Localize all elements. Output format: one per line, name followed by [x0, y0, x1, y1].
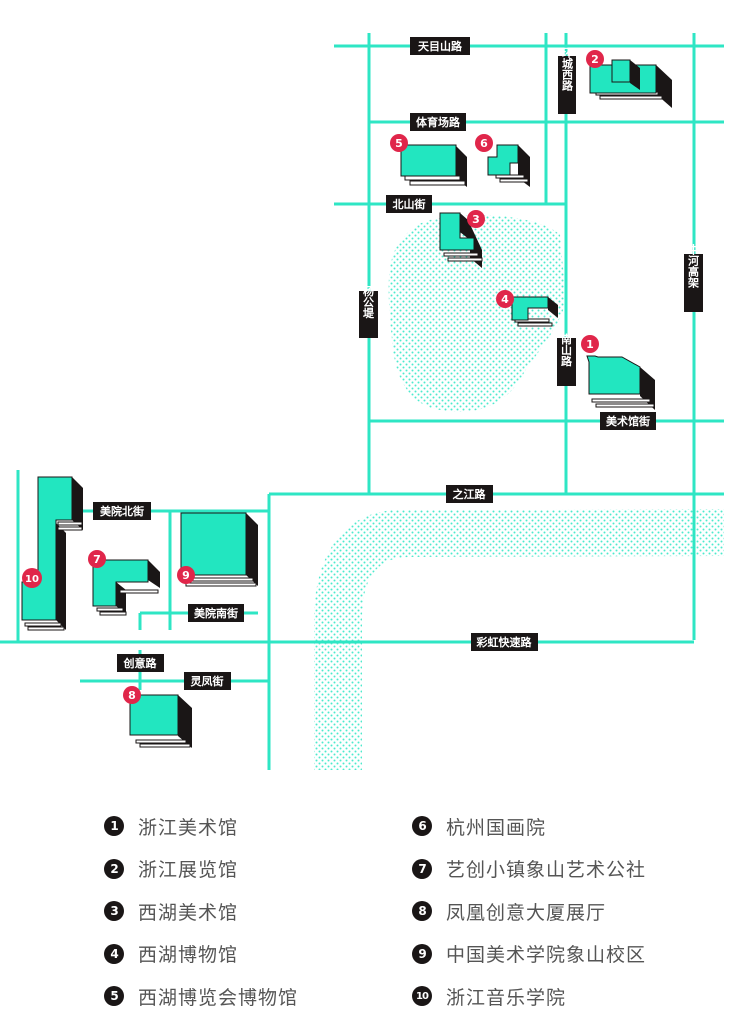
- legend-label: 浙江美术馆: [138, 816, 239, 839]
- building-9[interactable]: [180, 512, 258, 587]
- legend-item[interactable]: 2 浙江展览馆: [104, 848, 298, 891]
- legend-item[interactable]: 5 西湖博览会博物馆: [104, 975, 298, 1018]
- legend-number-badge: 10: [412, 986, 432, 1007]
- building-2[interactable]: [589, 59, 672, 108]
- legend-number-badge: 1: [104, 816, 124, 837]
- building-6[interactable]: [487, 144, 530, 187]
- legend-label: 艺创小镇象山艺术公社: [446, 859, 647, 882]
- legend-item[interactable]: 9 中国美术学院象山校区: [412, 933, 646, 976]
- legend-item[interactable]: 6 杭州国画院: [412, 805, 646, 848]
- svg-text:10: 10: [25, 574, 39, 585]
- river-water: [314, 509, 724, 770]
- building-4[interactable]: [511, 296, 558, 327]
- building-10[interactable]: [21, 476, 83, 631]
- svg-text:2: 2: [591, 53, 599, 66]
- svg-text:中河高架: 中河高架: [687, 243, 701, 289]
- svg-text:南山路: 南山路: [560, 332, 573, 367]
- svg-text:美院南街: 美院南街: [194, 606, 238, 620]
- marker-7[interactable]: 7: [88, 550, 106, 568]
- building-8[interactable]: [129, 694, 192, 748]
- legend-number-badge: 7: [412, 858, 432, 879]
- building-7[interactable]: [92, 559, 160, 616]
- road-label-caihong: 彩虹快速路: [471, 633, 538, 651]
- legend-number-badge: 3: [104, 901, 124, 922]
- svg-text:7: 7: [93, 553, 101, 566]
- marker-3[interactable]: 3: [467, 210, 485, 228]
- legend-item[interactable]: 4 西湖博物馆: [104, 933, 298, 976]
- marker-10[interactable]: 10: [22, 568, 42, 588]
- legend-number-badge: 9: [412, 943, 432, 964]
- building-5[interactable]: [400, 144, 467, 187]
- legend-number-badge: 8: [412, 901, 432, 922]
- legend-number-badge: 6: [412, 816, 432, 837]
- svg-text:4: 4: [501, 293, 509, 306]
- road-label-tianmushan: 天目山路: [410, 37, 470, 55]
- legend-item[interactable]: 7 艺创小镇象山艺术公社: [412, 848, 646, 891]
- legend-item[interactable]: 3 西湖美术馆: [104, 890, 298, 933]
- svg-text:杨公堤: 杨公堤: [362, 284, 375, 319]
- marker-4[interactable]: 4: [496, 290, 514, 308]
- marker-5[interactable]: 5: [390, 134, 408, 152]
- road-label-yanggongdi: 杨公堤: [359, 284, 378, 338]
- building-3[interactable]: [439, 212, 483, 268]
- svg-text:天目山路: 天目山路: [418, 39, 463, 53]
- legend-number-badge: 5: [104, 986, 124, 1007]
- road-label-meishuguan: 美术馆街: [600, 412, 656, 430]
- marker-8[interactable]: 8: [123, 686, 141, 704]
- legend-column-right: 6 杭州国画院 7 艺创小镇象山艺术公社 8 凤凰创意大厦展厅 9 中国美术学院…: [412, 805, 646, 1018]
- legend-number-badge: 2: [104, 858, 124, 879]
- svg-text:9: 9: [182, 569, 190, 582]
- road-label-zhonghe: 中河高架: [684, 243, 703, 312]
- svg-text:彩虹快速路: 彩虹快速路: [476, 635, 533, 649]
- legend-label: 浙江展览馆: [138, 859, 239, 882]
- svg-text:灵凤街: 灵凤街: [191, 674, 224, 688]
- museum-map: 天目山路 环城西路 体育场路 北山街 杨公堤 中河高架 南山路 美术馆街 之江路…: [0, 33, 724, 770]
- marker-2[interactable]: 2: [586, 50, 604, 68]
- svg-text:美术馆街: 美术馆街: [606, 414, 650, 428]
- legend-label: 中国美术学院象山校区: [446, 944, 647, 967]
- svg-text:之江路: 之江路: [453, 487, 487, 501]
- svg-text:美院北街: 美院北街: [100, 504, 144, 518]
- svg-text:6: 6: [480, 137, 488, 150]
- road-label-nanshan: 南山路: [557, 332, 576, 386]
- road-label-lingfeng: 灵凤街: [184, 672, 231, 690]
- map-legend: 1 浙江美术馆 2 浙江展览馆 3 西湖美术馆 4 西湖博物馆 5 西湖博览会博…: [0, 805, 744, 1015]
- svg-text:北山街: 北山街: [393, 197, 426, 211]
- road-label-huanchengxi: 环城西路: [558, 47, 576, 114]
- road-label-beishan: 北山街: [386, 195, 432, 213]
- legend-number-badge: 4: [104, 943, 124, 964]
- svg-text:1: 1: [586, 338, 594, 351]
- legend-label: 西湖博物馆: [138, 944, 239, 967]
- svg-text:体育场路: 体育场路: [416, 115, 461, 129]
- road-label-chuangyi: 创意路: [117, 654, 164, 672]
- legend-item[interactable]: 10 浙江音乐学院: [412, 975, 646, 1018]
- west-lake-water: [388, 215, 566, 412]
- road-network: [0, 33, 724, 770]
- legend-column-left: 1 浙江美术馆 2 浙江展览馆 3 西湖美术馆 4 西湖博物馆 5 西湖博览会博…: [104, 805, 298, 1018]
- legend-label: 西湖博览会博物馆: [138, 986, 299, 1009]
- legend-label: 西湖美术馆: [138, 901, 239, 924]
- legend-label: 浙江音乐学院: [446, 986, 567, 1009]
- road-label-meiyuannan: 美院南街: [188, 604, 244, 622]
- building-1[interactable]: [586, 355, 655, 410]
- svg-text:5: 5: [395, 137, 403, 150]
- marker-6[interactable]: 6: [475, 134, 493, 152]
- legend-label: 杭州国画院: [446, 816, 547, 839]
- marker-1[interactable]: 1: [581, 335, 599, 353]
- marker-9[interactable]: 9: [177, 566, 195, 584]
- svg-text:8: 8: [128, 689, 136, 702]
- legend-item[interactable]: 1 浙江美术馆: [104, 805, 298, 848]
- road-label-tiyuchang: 体育场路: [410, 113, 466, 131]
- svg-text:3: 3: [472, 213, 480, 226]
- svg-text:环城西路: 环城西路: [561, 47, 574, 92]
- legend-label: 凤凰创意大厦展厅: [446, 901, 607, 924]
- svg-text:创意路: 创意路: [123, 656, 158, 670]
- legend-item[interactable]: 8 凤凰创意大厦展厅: [412, 890, 646, 933]
- road-label-zhijiang: 之江路: [446, 485, 493, 503]
- road-label-meiyuanbei: 美院北街: [93, 502, 151, 520]
